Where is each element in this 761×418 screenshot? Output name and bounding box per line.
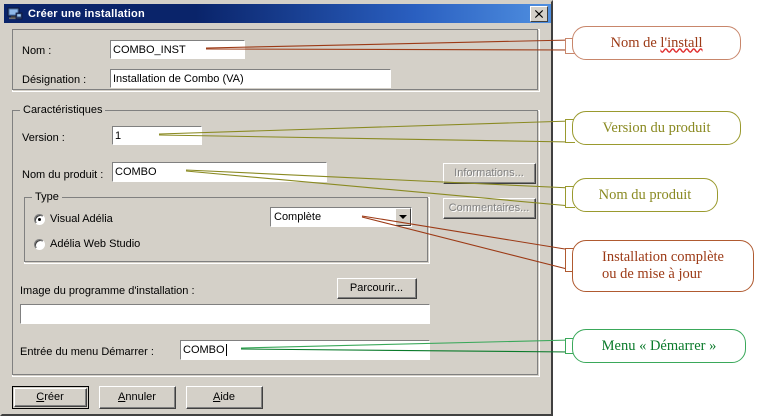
callout-installation-type-text: Installation complète ou de mise à jour	[596, 249, 730, 282]
menu-demarrer-value: COMBO	[183, 344, 225, 356]
callout-nom-install-text: Nom de l'install	[610, 34, 703, 51]
nom-label: Nom :	[22, 45, 52, 57]
dialog-titlebar[interactable]: Créer une installation	[4, 4, 551, 23]
designation-input-value: Installation de Combo (VA)	[113, 72, 244, 85]
callout-notch-installation-type	[565, 248, 575, 272]
version-input-value: 1	[115, 129, 122, 142]
creer-button-label: CCréerréer	[36, 391, 64, 403]
nom-input[interactable]: COMBO_INST	[110, 40, 245, 59]
menu-demarrer-label: Entrée du menu Démarrer :	[20, 346, 154, 358]
installer-app-icon	[7, 7, 23, 21]
annuler-button[interactable]: Annuler	[99, 386, 176, 409]
parcourir-button-label: Parcourir...	[349, 282, 404, 294]
version-label: Version :	[22, 132, 65, 144]
callout-nom-produit-text: Nom du produit	[598, 186, 692, 203]
callout-menu-demarrer-text: Menu « Démarrer »	[601, 337, 717, 354]
callout-version-produit: Version du produit	[572, 111, 741, 145]
radio-visual-adelia-label: Visual Adélia	[50, 213, 113, 225]
installation-type-value: Complète	[274, 211, 322, 223]
callout-notch-nom-produit	[565, 186, 575, 208]
radio-visual-adelia-indicator	[34, 213, 45, 225]
close-x-glyph	[535, 10, 543, 18]
parcourir-button[interactable]: Parcourir...	[337, 278, 417, 299]
type-group-title: Type	[32, 191, 62, 203]
callout-version-produit-text: Version du produit	[602, 119, 711, 136]
identification-group	[12, 29, 540, 92]
installation-type-select[interactable]: Complète	[270, 207, 412, 227]
callout-notch-nom-install	[565, 38, 575, 54]
designation-input[interactable]: Installation de Combo (VA)	[110, 69, 391, 88]
image-path-input[interactable]	[20, 304, 430, 324]
text-caret	[225, 344, 227, 356]
aide-button-label: Aide	[212, 391, 236, 403]
close-icon[interactable]	[530, 6, 548, 22]
radio-adelia-web-studio[interactable]: Adélia Web Studio	[34, 238, 140, 250]
nom-produit-input[interactable]: COMBO	[112, 162, 327, 182]
nom-produit-label: Nom du produit :	[22, 169, 104, 181]
caracteristiques-group-title: Caractéristiques	[20, 104, 106, 116]
radio-visual-adelia[interactable]: Visual Adélia	[34, 213, 113, 225]
dialog-title: Créer une installation	[28, 7, 145, 20]
callout-nom-produit: Nom du produit	[572, 178, 718, 212]
commentaires-button-label: Commentaires...	[448, 202, 530, 214]
callout-nom-install: Nom de l'install	[572, 26, 741, 60]
informations-button-label: Informations...	[454, 167, 524, 179]
callout-installation-type-line1: Installation complète	[601, 249, 724, 266]
callout-menu-demarrer: Menu « Démarrer »	[572, 329, 746, 363]
nom-input-value: COMBO_INST	[113, 43, 186, 56]
designation-label: Désignation :	[22, 74, 87, 86]
callout-notch-version	[565, 119, 575, 143]
image-programme-label: Image du programme d'installation :	[20, 285, 195, 297]
chevron-down-glyph	[399, 215, 407, 219]
commentaires-button[interactable]: Commentaires...	[443, 198, 536, 219]
callout-installation-type: Installation complète ou de mise à jour	[572, 240, 754, 292]
caracteristiques-group: Caractéristiques	[12, 104, 540, 377]
annuler-button-label: Annuler	[118, 391, 156, 403]
radio-adelia-web-studio-label: Adélia Web Studio	[50, 238, 141, 250]
radio-adelia-web-studio-indicator	[34, 238, 45, 250]
callout-installation-type-line2: ou de mise à jour	[601, 266, 702, 282]
nom-produit-input-value: COMBO	[115, 166, 157, 178]
callout-notch-menu-demarrer	[565, 338, 575, 354]
aide-button[interactable]: Aide	[186, 386, 263, 409]
type-group: Type	[24, 191, 430, 264]
informations-button[interactable]: Informations...	[443, 163, 536, 184]
creer-button[interactable]: CCréerréer	[12, 386, 89, 409]
